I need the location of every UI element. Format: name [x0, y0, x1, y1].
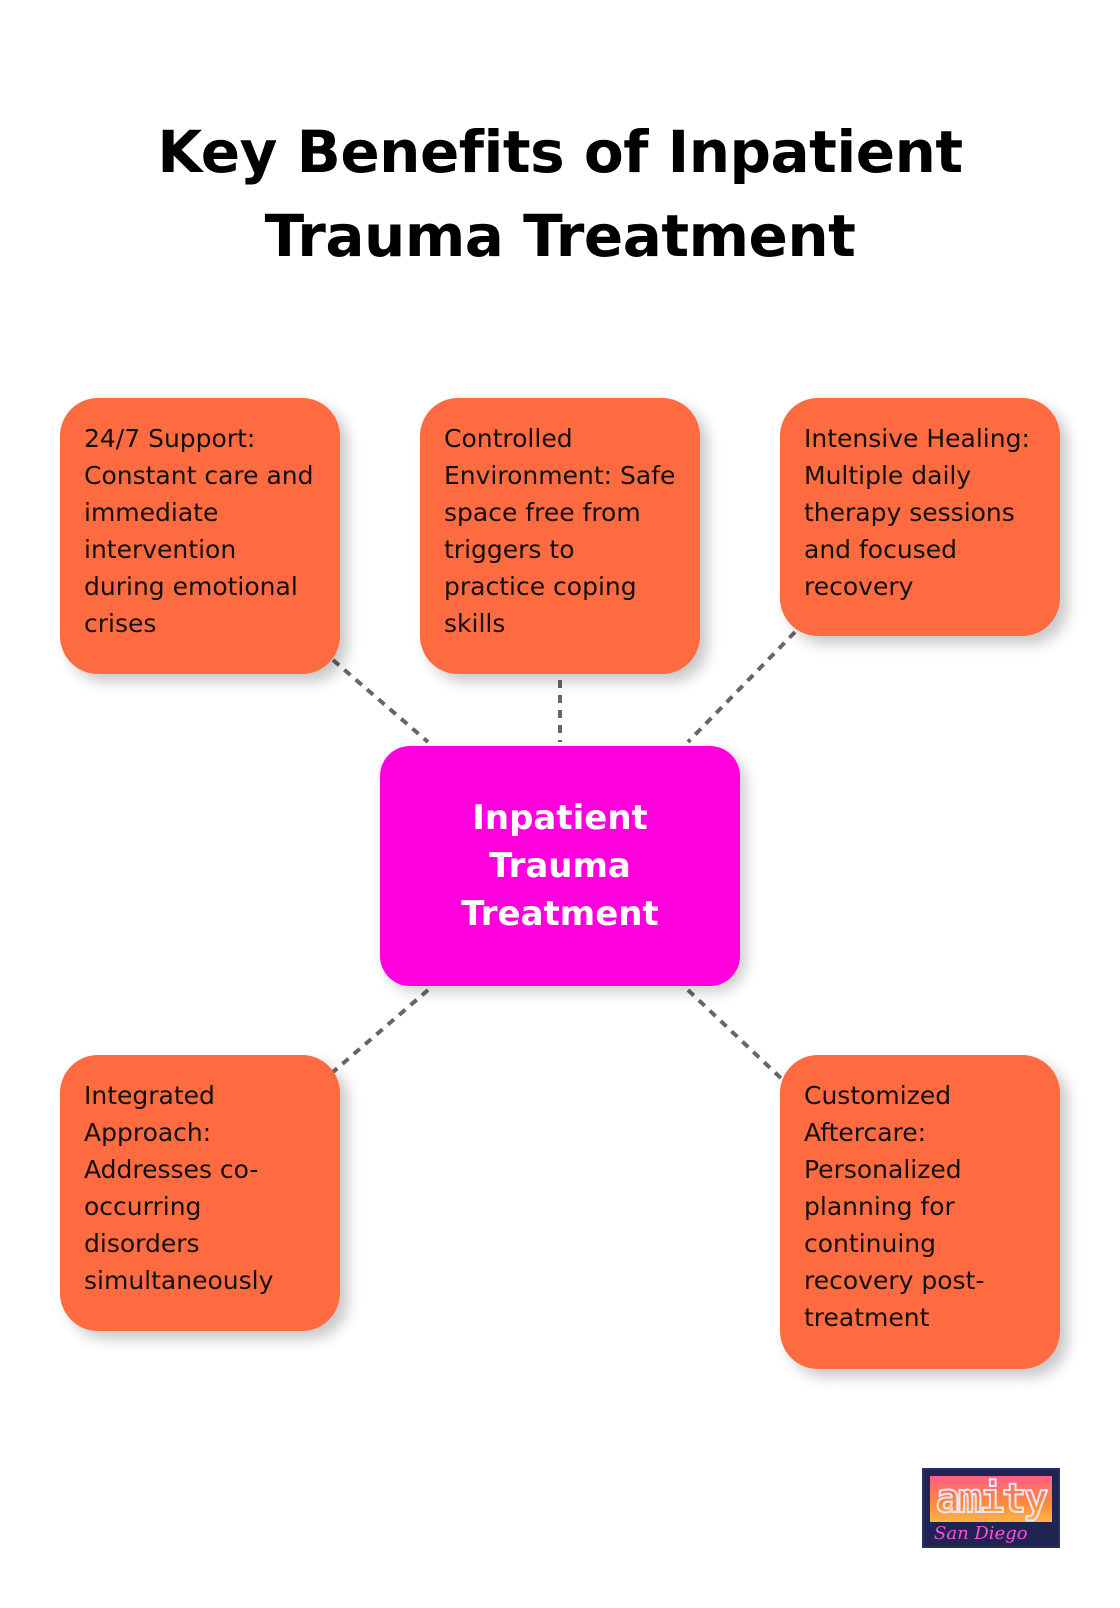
connector-support — [331, 658, 430, 744]
logo-background — [930, 1476, 1052, 1522]
logo-wordmark: amity — [935, 1475, 1049, 1523]
benefit-text: Intensive Healing: Multiple daily therap… — [804, 424, 1030, 601]
connector-healing — [686, 630, 797, 744]
benefit-node-support: 24/7 Support: Constant care and immediat… — [60, 398, 340, 674]
central-topic: Inpatient Trauma Treatment — [380, 746, 740, 986]
benefit-node-aftercare: Customized Aftercare: Personalized plann… — [780, 1055, 1060, 1369]
connector-aftercare — [686, 988, 787, 1084]
connector-integrated — [331, 988, 430, 1074]
benefit-text: 24/7 Support: Constant care and immediat… — [84, 424, 314, 638]
title-line-2: Trauma Treatment — [264, 202, 856, 270]
benefit-text: Customized Aftercare: Personalized plann… — [804, 1081, 985, 1332]
benefit-node-healing: Intensive Healing: Multiple daily therap… — [780, 398, 1060, 636]
benefit-node-integrated: Integrated Approach: Addresses co-occurr… — [60, 1055, 340, 1331]
benefit-text: Integrated Approach: Addresses co-occurr… — [84, 1081, 274, 1295]
title-line-1: Key Benefits of Inpatient — [157, 118, 963, 186]
logo-script: San Diego — [934, 1523, 1028, 1544]
page-title: Key Benefits of Inpatient Trauma Treatme… — [0, 110, 1120, 278]
benefit-text: Controlled Environment: Safe space free … — [444, 424, 676, 638]
central-topic-label: Inpatient Trauma Treatment — [461, 798, 659, 934]
amity-logo: amity San Diego — [922, 1468, 1060, 1548]
benefit-node-environment: Controlled Environment: Safe space free … — [420, 398, 700, 674]
